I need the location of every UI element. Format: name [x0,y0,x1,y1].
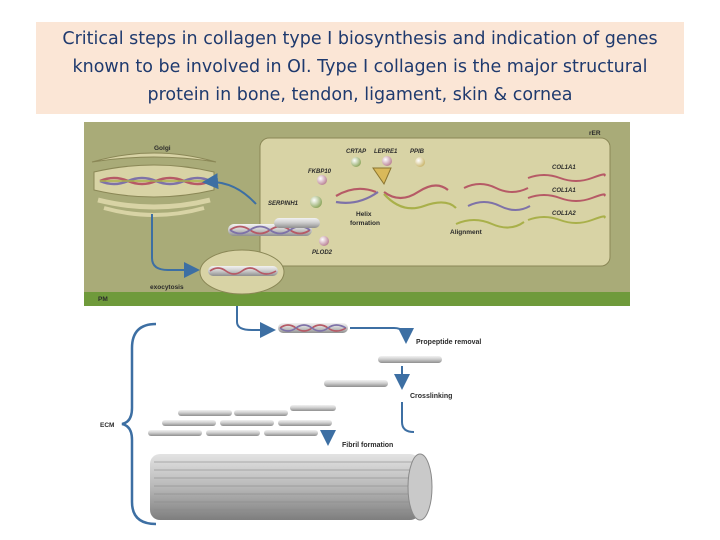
procollagen-er-2 [274,218,320,228]
collagen-biosynthesis-diagram: Golgi rER CRTAP LEPRE1 PPIB FKBP10 SERPI… [84,122,630,528]
crosslinking-label: Crosslinking [410,393,452,400]
alignment-label: Alignment [450,229,483,236]
helix-formation-label-2: formation [350,220,380,227]
crtap-label: CRTAP [346,149,367,155]
slide-title: Critical steps in collagen type I biosyn… [62,29,658,105]
fibril-arrow [401,402,415,433]
fkbp10-protein [317,175,327,185]
propeptide-arrow [350,327,414,344]
crtap-protein [351,157,361,167]
ppib-protein [415,157,425,167]
secreted-procollagen [278,323,348,333]
alignment-strands [527,173,606,224]
col1a2-label: COL1A2 [552,211,576,217]
fibril-formation-label: Fibril formation [342,442,393,449]
exocytosis-arrow [236,306,276,338]
exocytosis-label: exocytosis [150,284,184,291]
collagen-fibril-bundle [150,453,433,521]
serpinh1-protein [310,196,322,208]
col1a1-label-2: COL1A1 [552,188,576,194]
ecm-bracket [121,322,157,526]
crosslinked-molecules [148,410,332,436]
er-to-golgi-arrow [202,173,257,205]
ecm-label: ECM [100,422,114,429]
helix-formation-label-1: Helix [356,211,372,218]
golgi-to-vesicle-arrow [151,214,200,278]
pm-label: PM [98,296,108,303]
tropocollagen-molecule-2 [324,380,388,387]
plod2-protein [319,236,329,246]
lepre1-protein [382,156,392,166]
tropocollagen-molecule [378,356,442,363]
plasma-membrane-band [84,292,630,306]
tropocollagen-molecule-3 [290,405,336,411]
fkbp10-label: FKBP10 [308,169,332,175]
col1a1-label-1: COL1A1 [552,165,576,171]
procollagen-vesicle [208,266,278,276]
prolyl-complex [372,167,392,186]
procollagen-golgi [99,176,211,186]
golgi-label: Golgi [154,145,171,152]
rer-label: rER [589,130,601,137]
serpinh1-label: SERPINH1 [268,201,299,207]
helix-strands [335,183,531,229]
plod2-label: PLOD2 [312,250,333,256]
lepre1-label: LEPRE1 [374,149,398,155]
ppib-label: PPIB [410,149,425,155]
title-box [36,22,684,114]
propeptide-removal-label: Propeptide removal [416,339,481,346]
